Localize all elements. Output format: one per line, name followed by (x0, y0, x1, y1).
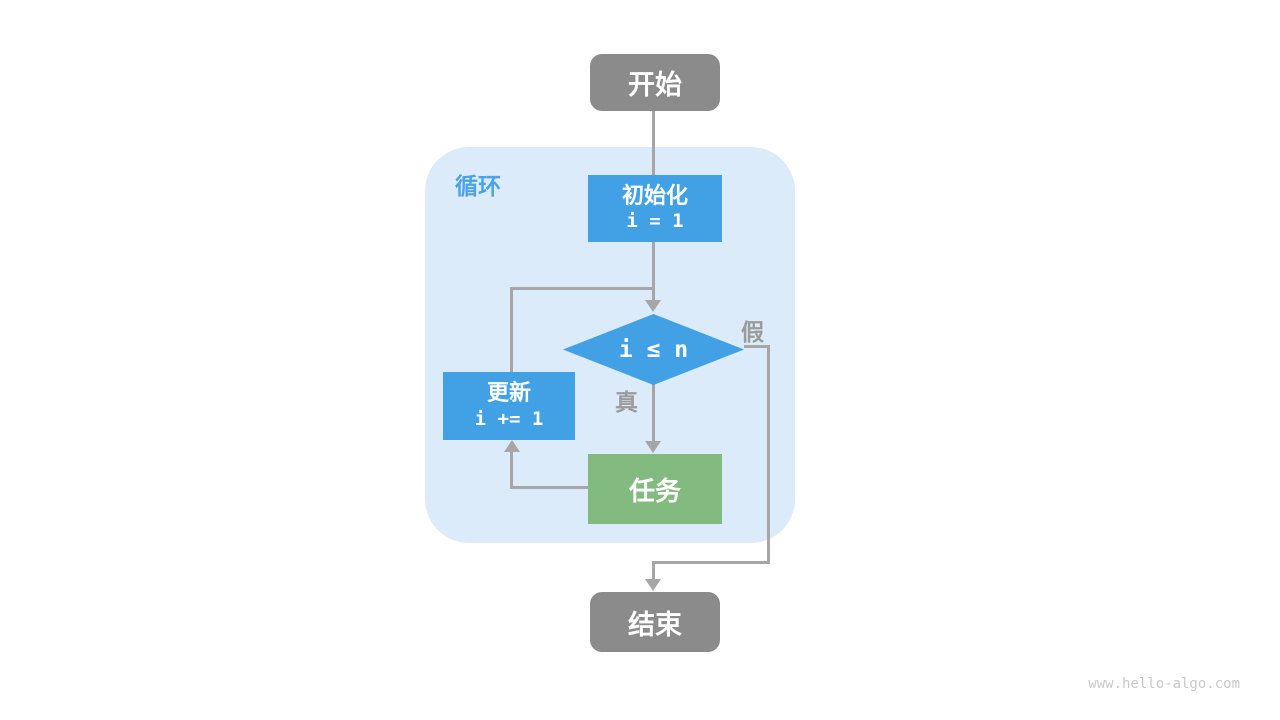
node-init-title: 初始化 (621, 182, 688, 208)
edge-task-update-vertical (510, 452, 513, 489)
branch-label-true: 真 (615, 389, 638, 415)
edge-update-junction-vertical (510, 287, 513, 372)
edge-false-bottom (652, 561, 770, 564)
node-start-label: 开始 (628, 70, 682, 100)
arrowhead-into-update (504, 440, 520, 452)
node-update-title: 更新 (486, 380, 531, 406)
node-update-code: i += 1 (474, 407, 544, 430)
node-init: 初始化 i = 1 (588, 175, 722, 242)
loop-label: 循环 (455, 173, 501, 199)
node-task: 任务 (588, 454, 722, 524)
node-task-label: 任务 (628, 475, 681, 506)
node-end-label: 结束 (628, 609, 682, 640)
edge-condition-task (652, 384, 655, 442)
arrowhead-into-task (645, 441, 661, 453)
watermark: www.hello-algo.com (1088, 676, 1240, 692)
branch-label-false: 假 (741, 319, 764, 345)
node-start: 开始 (590, 54, 720, 111)
node-init-code: i = 1 (626, 210, 684, 233)
edge-into-end (652, 561, 655, 580)
edge-task-update-horizontal (511, 486, 588, 489)
edge-false-right (744, 345, 770, 348)
node-condition-label: i ≤ n (618, 336, 689, 363)
arrowhead-into-condition (645, 300, 661, 312)
arrowhead-into-end (645, 579, 661, 591)
edge-start-init (652, 111, 655, 178)
node-update: 更新 i += 1 (443, 372, 575, 440)
edge-false-down (767, 345, 770, 564)
edge-update-junction-horizontal (510, 287, 655, 290)
edge-init-condition (652, 242, 655, 302)
node-end: 结束 (590, 592, 720, 652)
